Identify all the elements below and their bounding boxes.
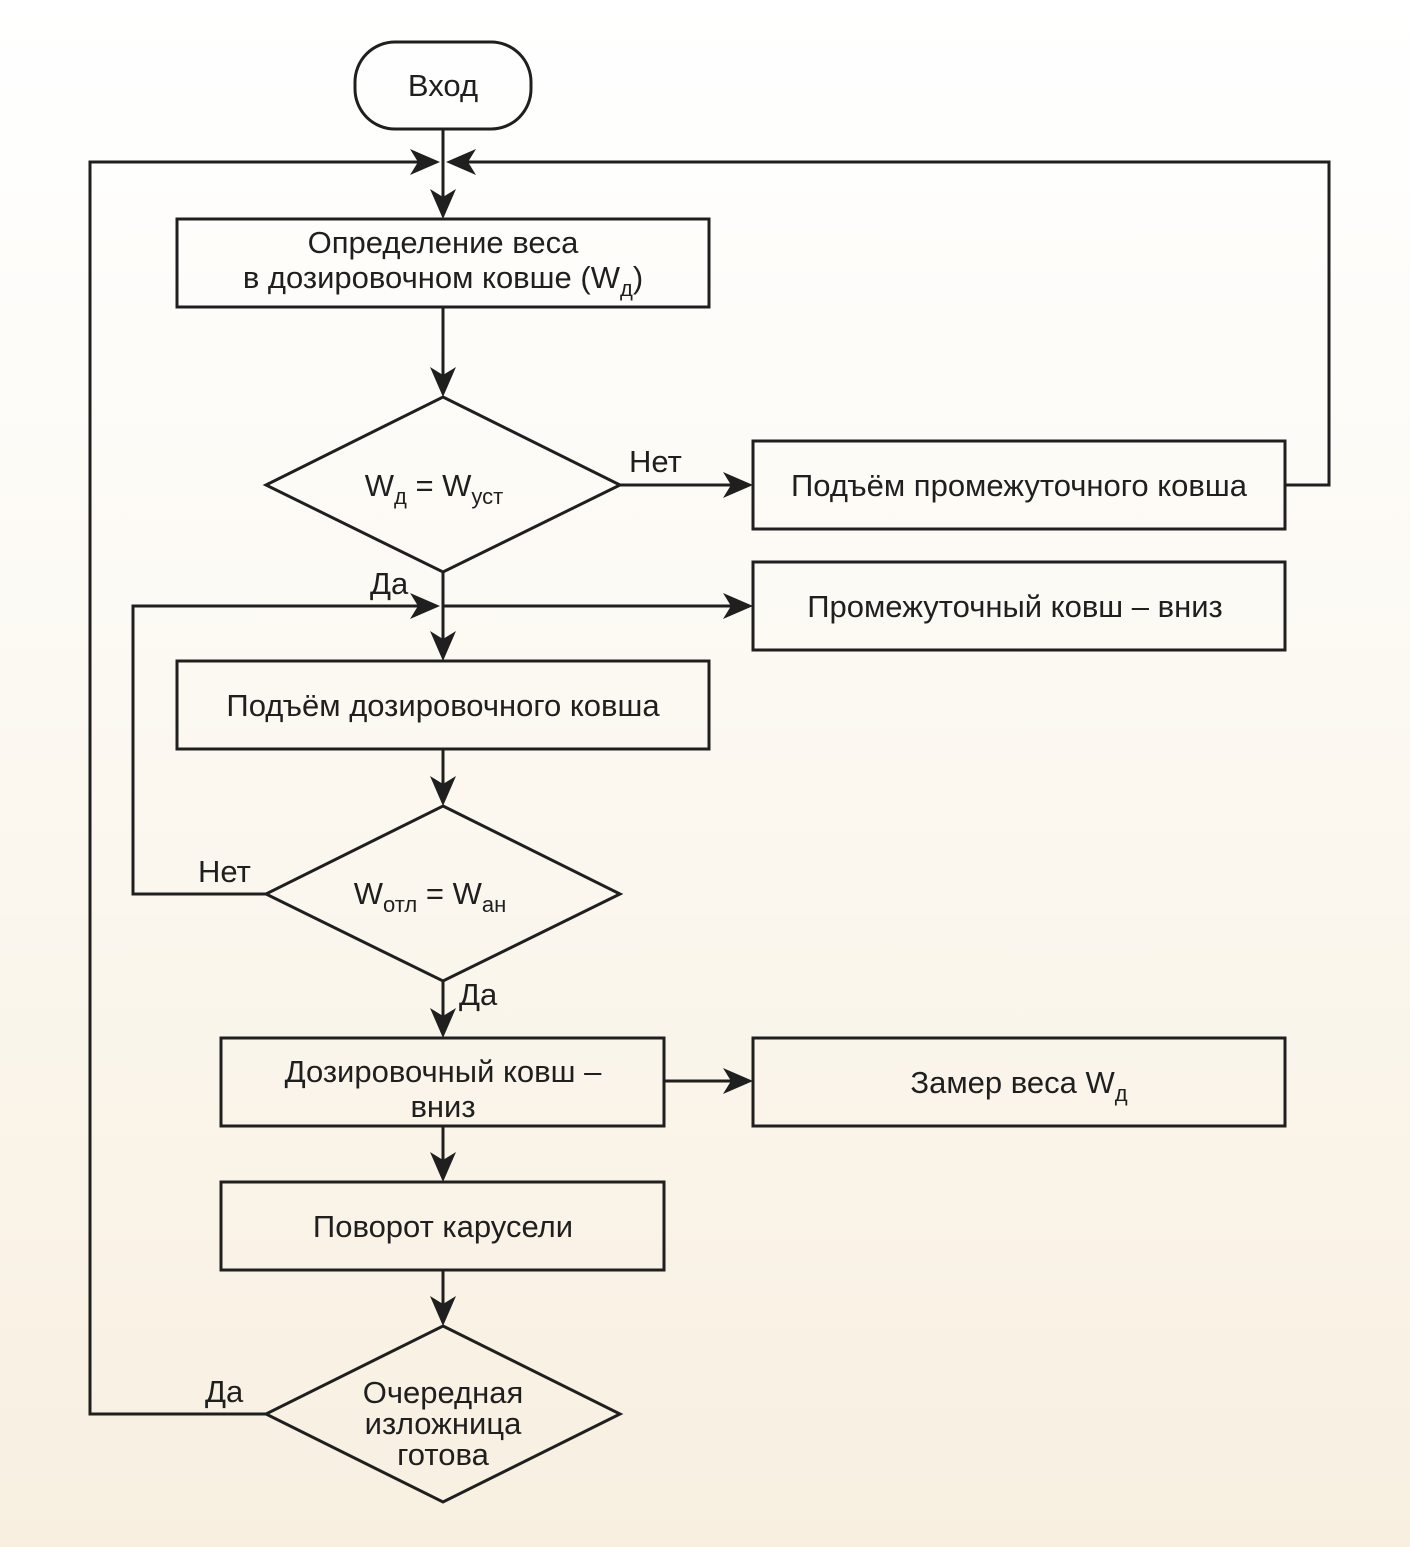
arrowhead-down: [430, 367, 456, 397]
raise-dosing-label: Подъём дозировочного ковша: [226, 688, 660, 723]
weight-determination-line1: Определение веса: [308, 225, 579, 260]
connector-mold-ready-yes-loop: [88, 160, 434, 1416]
intermediate-down-label: Промежуточный ковш – вниз: [807, 589, 1223, 624]
label-no-1: Нет: [629, 444, 682, 479]
dosing-down-line1: Дозировочный ковш –: [285, 1054, 603, 1089]
label-yes-3: Да: [205, 1374, 244, 1409]
deviation-decision-label: Wотл = Wан: [354, 876, 506, 917]
arrowhead-right: [723, 593, 753, 619]
arrowhead-down: [430, 776, 456, 806]
arrowhead-down: [430, 1008, 456, 1038]
weight-decision-label: Wд = Wуст: [365, 468, 504, 509]
arrowhead-right: [410, 149, 440, 175]
label-yes-1: Да: [370, 566, 409, 601]
arrowhead-down: [430, 1152, 456, 1182]
arrowhead-down: [430, 189, 456, 219]
raise-intermediate-label: Подъём промежуточного ковша: [791, 468, 1248, 503]
mold-ready-line2: изложница: [365, 1406, 522, 1441]
start-label: Вход: [408, 68, 478, 103]
measure-weight-box: [751, 1036, 1287, 1128]
connector-deviation-no-loop: [131, 604, 434, 896]
dosing-down-line2: вниз: [410, 1089, 475, 1124]
arrowhead-right: [410, 593, 440, 619]
arrowhead-left: [446, 149, 476, 175]
arrowhead-down: [430, 1296, 456, 1326]
arrowhead-right: [723, 472, 753, 498]
arrowhead-right: [723, 1068, 753, 1094]
mold-ready-decision-diamond: [262, 1324, 624, 1504]
weight-determination-line2: в дозировочном ковше (Wд): [243, 260, 643, 301]
mold-ready-line3: готова: [397, 1437, 489, 1472]
label-yes-2: Да: [459, 977, 498, 1012]
connector-raise-back-loop: [452, 160, 1331, 487]
mold-ready-line1: Очередная: [363, 1375, 524, 1410]
label-no-2: Нет: [198, 854, 251, 889]
arrowhead-down: [430, 631, 456, 661]
rotate-carousel-label: Поворот карусели: [313, 1209, 573, 1244]
measure-weight-label: Замер веса Wд: [910, 1065, 1127, 1106]
